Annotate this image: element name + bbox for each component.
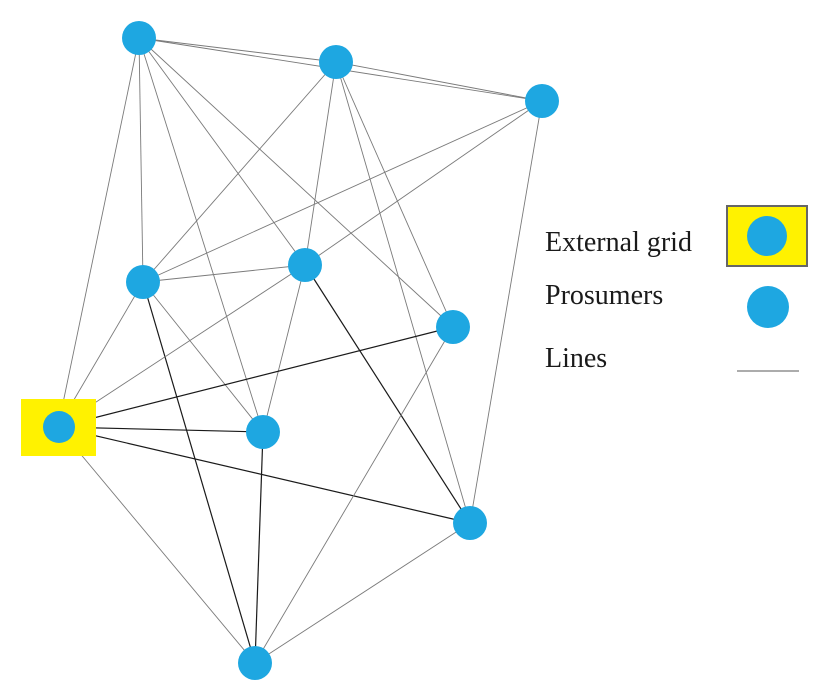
edge-n4-n7: [142, 281, 264, 433]
prosumer-node-n9: [238, 646, 272, 680]
edge-n2-n5: [304, 61, 337, 266]
edges-layer: [57, 37, 543, 664]
edge-n5-n7: [262, 264, 306, 433]
edge-n3-n5: [304, 100, 543, 266]
edge-n4-n5: [142, 264, 306, 283]
prosumer-node-n4: [126, 265, 160, 299]
nodes-layer: [21, 21, 559, 680]
edge-n1-n5: [138, 37, 306, 266]
prosumer-node-n8: [453, 506, 487, 540]
edge-n1-n6: [138, 37, 454, 328]
legend-prosumers-label: Prosumers: [545, 280, 664, 311]
prosumer-node-n3: [525, 84, 559, 118]
edge-n8-n9: [254, 522, 471, 664]
edge-grid-n9: [57, 426, 256, 664]
edge-n7-n9: [254, 431, 264, 664]
edge-n1-n2: [138, 37, 337, 63]
edge-n2-n8: [335, 61, 471, 524]
edge-grid-n5: [57, 264, 306, 428]
legend-external-grid-label: External grid: [545, 227, 692, 258]
prosumer-node-n7: [246, 415, 280, 449]
edge-n2-n4: [142, 61, 337, 283]
edge-grid-n8: [57, 426, 471, 524]
prosumer-node-n2: [319, 45, 353, 79]
legend: [726, 205, 808, 372]
legend-lines-label: Lines: [545, 343, 608, 374]
edge-n1-grid: [57, 37, 140, 428]
edge-n3-n4: [142, 100, 543, 283]
legend-prosumer-node-icon: [747, 286, 789, 328]
edge-n3-n8: [469, 100, 543, 524]
prosumer-node-n1: [122, 21, 156, 55]
prosumer-node-n6: [436, 310, 470, 344]
edge-n1-n4: [138, 37, 144, 283]
edge-grid-n6: [57, 326, 454, 428]
legend-external-grid-node-icon: [747, 216, 787, 256]
prosumer-node-n5: [288, 248, 322, 282]
edge-n2-n6: [335, 61, 454, 328]
edge-n2-n3: [335, 61, 543, 102]
edge-n6-n9: [254, 326, 454, 664]
edge-n4-n9: [142, 281, 256, 664]
edge-n5-n8: [304, 264, 471, 524]
edge-n1-n7: [138, 37, 264, 433]
external-grid-node: [43, 411, 75, 443]
